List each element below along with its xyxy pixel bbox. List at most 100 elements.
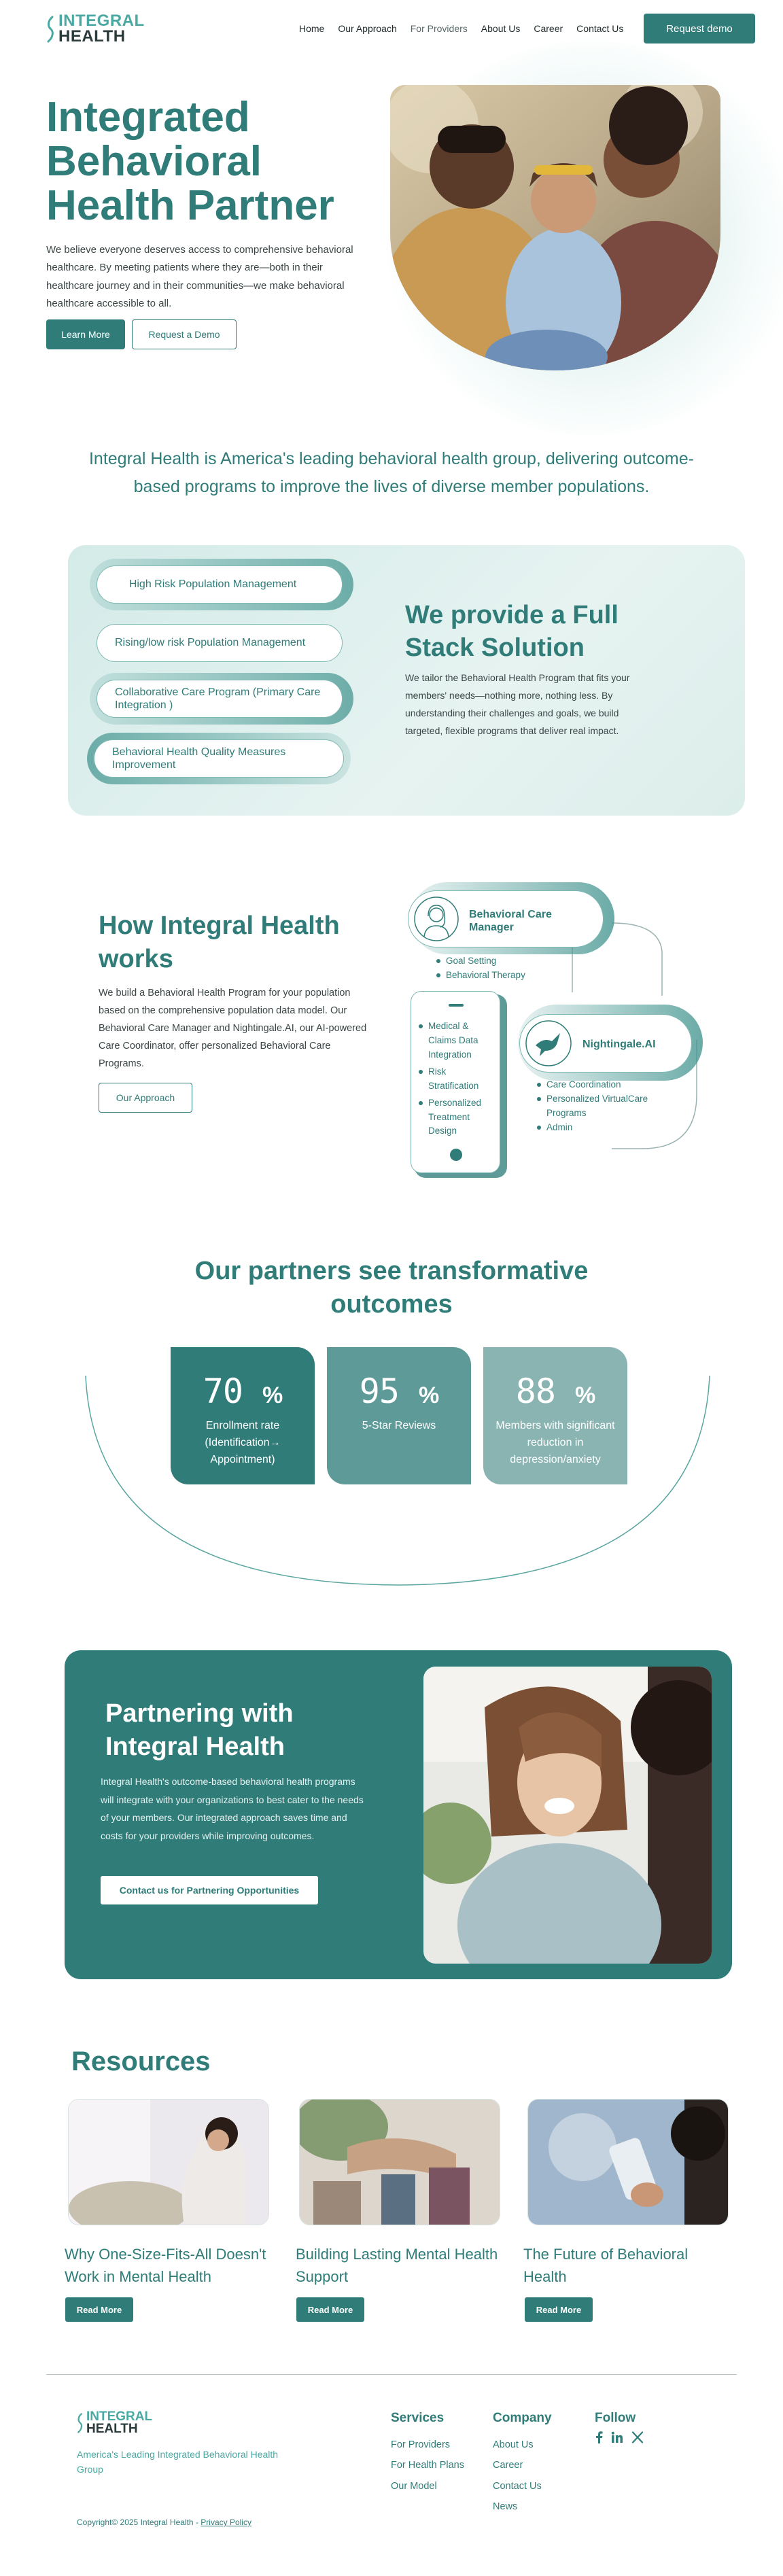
read-more-button-3[interactable]: Read More	[525, 2297, 593, 2322]
pill-quality-measures: Behavioral Health Quality Measures Impro…	[94, 739, 344, 778]
full-stack-description: We tailor the Behavioral Health Program …	[405, 672, 630, 736]
copyright-text: Copyright© 2025 Integral Health -	[77, 2518, 201, 2527]
privacy-policy-link[interactable]: Privacy Policy	[201, 2518, 251, 2527]
footer-link-our-model[interactable]: Our Model	[391, 2480, 437, 2492]
read-more-button-1[interactable]: Read More	[65, 2297, 133, 2322]
request-demo-button[interactable]: Request demo	[644, 14, 755, 43]
stat-card-reviews: 95 % 5-Star Reviews	[327, 1347, 471, 1484]
stat-label: 5-Star Reviews	[362, 1420, 436, 1431]
nav-link-home[interactable]: Home	[299, 23, 325, 34]
footer-company-links: About Us Career Contact Us News	[493, 2435, 542, 2518]
nav-link-about-us[interactable]: About Us	[481, 23, 521, 34]
list-item: Risk Stratification	[419, 1065, 495, 1094]
resource-title-1[interactable]: Why One-Size-Fits-All Doesn't Work in Me…	[65, 2246, 266, 2285]
resource-title-3[interactable]: The Future of Behavioral Health	[523, 2246, 689, 2285]
linkedin-icon[interactable]	[611, 2431, 623, 2443]
resource-image-2[interactable]	[299, 2099, 500, 2225]
data-device-card	[411, 991, 500, 1173]
our-approach-button[interactable]: Our Approach	[99, 1083, 192, 1113]
footer-divider	[46, 2374, 737, 2375]
stat-label: Enrollment rate (Identification→ Appoint…	[205, 1420, 281, 1465]
logo-mark-icon	[47, 16, 54, 43]
stat-label: Members with significant reduction in de…	[495, 1420, 615, 1465]
list-item: Admin	[537, 1121, 680, 1135]
list-item: Medical & Claims Data Integration	[419, 1020, 495, 1062]
footer-follow-heading: Follow	[595, 2411, 636, 2425]
footer-link-career[interactable]: Career	[493, 2460, 523, 2471]
nightingale-label: Nightingale.AI	[582, 1039, 656, 1050]
read-more-button-2[interactable]: Read More	[296, 2297, 364, 2322]
footer-link-contact-us[interactable]: Contact Us	[493, 2480, 542, 2492]
list-item: Personalized Treatment Design	[419, 1096, 495, 1139]
list-item: Personalized VirtualCare Programs	[537, 1092, 680, 1121]
how-it-works-title: How Integral Health works	[99, 911, 340, 974]
device-speaker	[449, 1004, 464, 1007]
partners-arc-decoration	[85, 1375, 710, 1586]
pill-rising-low-risk: Rising/low risk Population Management	[97, 624, 343, 662]
full-stack-title: We provide a Full Stack Solution	[405, 601, 619, 662]
nightingale-bird-icon	[525, 1020, 572, 1066]
list-item: Care Coordination	[537, 1078, 680, 1092]
top-nav: INTEGRAL HEALTH Home Our Approach For Pr…	[0, 0, 783, 57]
footer-link-for-health-plans[interactable]: For Health Plans	[391, 2460, 464, 2471]
care-manager-list: Goal Setting Behavioral Therapy	[436, 954, 586, 983]
hero-family-photo	[390, 85, 720, 370]
footer-logo-line2: HEALTH	[86, 2422, 138, 2437]
request-a-demo-button[interactable]: Request a Demo	[132, 319, 237, 349]
logo-line2: HEALTH	[58, 27, 126, 46]
partnering-woman-photo	[423, 1667, 712, 1964]
stat-value: 70	[203, 1372, 243, 1411]
footer-link-news[interactable]: News	[493, 2501, 518, 2513]
stat-card-enrollment: 70 % Enrollment rate (Identification→ Ap…	[171, 1347, 315, 1484]
logo-mark-icon	[77, 2413, 83, 2433]
hero-description: We believe everyone deserves access to c…	[46, 244, 353, 309]
footer-services-heading: Services	[391, 2411, 445, 2425]
device-list: Medical & Claims Data Integration Risk S…	[419, 1020, 495, 1138]
logo[interactable]: INTEGRAL HEALTH	[46, 12, 145, 46]
stat-card-reduction: 88 % Members with significant reduction …	[483, 1347, 627, 1484]
x-icon[interactable]	[631, 2431, 644, 2443]
footer-link-about-us[interactable]: About Us	[493, 2439, 534, 2450]
footer-logo[interactable]: INTEGRAL HEALTH	[77, 2409, 153, 2437]
hero-title: Integrated Behavioral Health Partner	[46, 94, 334, 230]
partnering-title: Partnering with Integral Health	[105, 1699, 294, 1762]
care-manager-label: Behavioral Care Manager	[469, 909, 552, 934]
list-item: Goal Setting	[436, 954, 586, 969]
pill-high-risk: High Risk Population Management	[97, 565, 343, 604]
nav-links: Home Our Approach For Providers About Us…	[299, 23, 623, 34]
footer-company-heading: Company	[493, 2411, 552, 2425]
footer-link-for-providers[interactable]: For Providers	[391, 2439, 451, 2450]
device-home-button	[450, 1149, 462, 1161]
pill-collaborative-care: Collaborative Care Program (Primary Care…	[97, 680, 343, 718]
stat-value: 88	[515, 1372, 556, 1411]
nightingale-list: Care Coordination Personalized VirtualCa…	[537, 1078, 680, 1135]
footer-tagline: America's Leading Integrated Behavioral …	[77, 2449, 279, 2475]
nav-link-career[interactable]: Career	[534, 23, 563, 34]
footer-social-icons	[595, 2431, 644, 2443]
stat-unit: %	[419, 1382, 439, 1408]
mission-statement: Integral Health is America's leading beh…	[88, 449, 694, 497]
partnering-description: Integral Health's outcome-based behavior…	[101, 1776, 364, 1841]
resource-image-3[interactable]	[527, 2099, 729, 2225]
nav-link-for-providers[interactable]: For Providers	[410, 23, 468, 34]
list-item: Behavioral Therapy	[436, 969, 586, 983]
nav-link-our-approach[interactable]: Our Approach	[338, 23, 397, 34]
stat-value: 95	[359, 1372, 400, 1411]
footer-services-links: For Providers For Health Plans Our Model	[391, 2435, 464, 2496]
facebook-icon[interactable]	[595, 2431, 603, 2443]
contact-partnering-button[interactable]: Contact us for Partnering Opportunities	[101, 1876, 318, 1904]
resource-image-1[interactable]	[68, 2099, 269, 2225]
nav-link-contact-us[interactable]: Contact Us	[576, 23, 624, 34]
resources-title: Resources	[71, 2047, 211, 2076]
resource-title-2[interactable]: Building Lasting Mental Health Support	[296, 2246, 498, 2285]
learn-more-button[interactable]: Learn More	[46, 319, 125, 349]
logo-line1: INTEGRAL	[58, 12, 145, 30]
stat-unit: %	[575, 1382, 595, 1408]
care-manager-avatar-icon	[414, 897, 459, 941]
stat-unit: %	[262, 1382, 283, 1408]
footer-logo-line1: INTEGRAL	[86, 2409, 153, 2424]
footer-copyright: Copyright© 2025 Integral Health - Privac…	[77, 2518, 251, 2527]
partners-title: Our partners see transformative outcomes	[194, 1257, 589, 1319]
how-it-works-description: We build a Behavioral Health Program for…	[99, 988, 367, 1070]
